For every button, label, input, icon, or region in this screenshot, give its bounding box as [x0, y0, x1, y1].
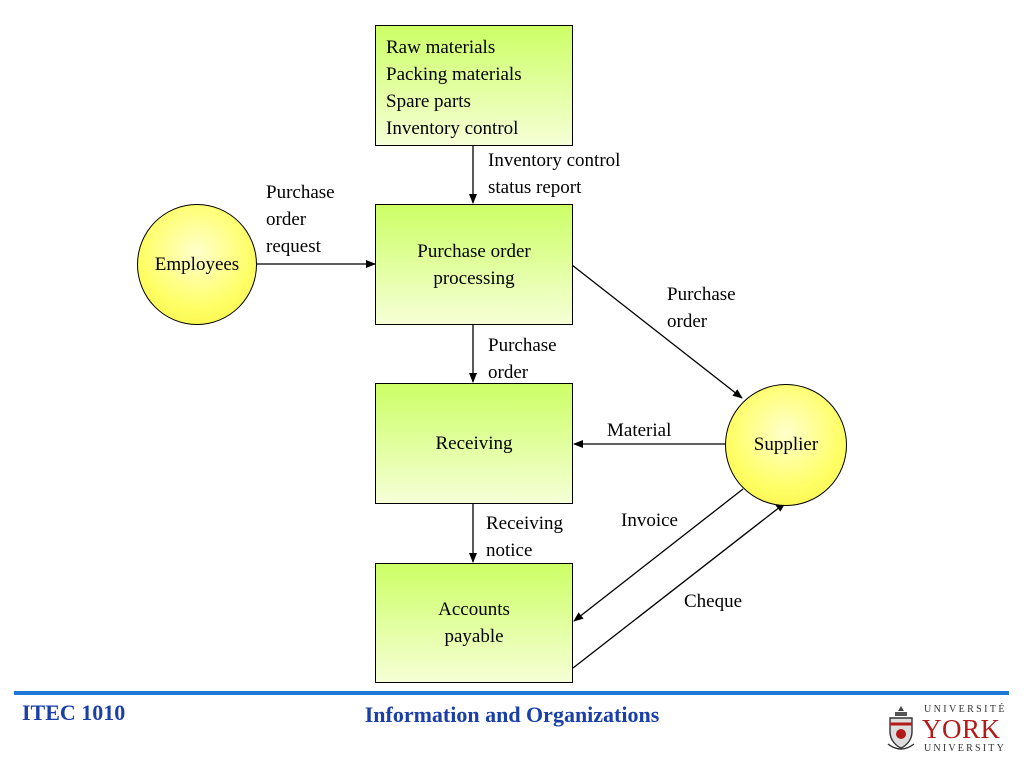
po-processing-line1: Purchase order: [417, 240, 531, 262]
arrow-po-to-supplier: [571, 264, 743, 399]
po-processing-line2: processing: [433, 267, 515, 289]
accounts-payable-line1: Accounts: [438, 599, 510, 620]
logo-universite: UNIVERSITÉ: [924, 704, 1007, 715]
supplier-label: Supplier: [753, 434, 819, 455]
flow-label-invoice: Invoice: [621, 510, 678, 531]
inventory-box: Raw materials Packing materials Spare pa…: [375, 25, 573, 146]
york-crest-icon: [887, 706, 915, 750]
inventory-line: Raw materials: [386, 37, 496, 58]
logo-york: YORK: [922, 714, 1001, 744]
flow-label-material: Material: [607, 420, 672, 441]
course-code: ITEC 1010: [22, 700, 126, 725]
footer-rule: [14, 691, 1009, 695]
supplier-entity: Supplier: [725, 384, 847, 506]
receiving-box: Receiving: [375, 383, 573, 504]
course-title: Information and Organizations: [364, 702, 660, 727]
arrow-payable-to-supplier: [572, 502, 786, 669]
york-logo: UNIVERSITÉ YORK UNIVERSITY: [886, 700, 1010, 756]
purchase-order-processing-box: Purchase order processing: [375, 204, 573, 325]
accounts-payable-box: Accounts payable: [375, 563, 573, 683]
inventory-line: Spare parts: [386, 91, 471, 112]
employees-label: Employees: [154, 253, 240, 275]
logo-university: UNIVERSITY: [924, 743, 1006, 754]
inventory-line: Inventory control: [386, 118, 519, 139]
flow-label-po-to-supplier: Purchase order: [667, 284, 736, 332]
flow-label-receiving-notice: Receiving notice: [486, 513, 564, 561]
flow-label-po-request: Purchase order request: [266, 182, 335, 257]
flow-label-cheque: Cheque: [684, 591, 743, 612]
receiving-label: Receiving: [435, 433, 513, 454]
employees-entity: Employees: [137, 204, 257, 325]
flow-label-po-to-receiving: Purchase order: [488, 335, 557, 383]
flow-label-inventory-status: Inventory control status report: [488, 150, 621, 198]
accounts-payable-line2: payable: [444, 626, 504, 647]
arrow-supplier-to-payable: [573, 488, 744, 622]
inventory-line: Packing materials: [386, 64, 522, 85]
